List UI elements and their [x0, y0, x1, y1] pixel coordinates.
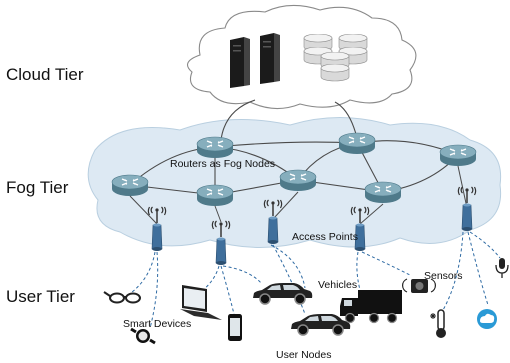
cloud-tier-label: Cloud Tier [6, 65, 84, 84]
router-icon [279, 169, 317, 192]
user-nodes-label: User Nodes [276, 349, 331, 361]
router-icon [196, 184, 234, 207]
router-icon [439, 144, 477, 167]
router-ap-links [129, 165, 468, 225]
router-icon [364, 181, 402, 204]
car-icon [252, 282, 313, 305]
microphone-sensor-icon [495, 258, 509, 278]
user-tier-label: User Tier [6, 287, 75, 306]
fog-tier-label: Fog Tier [6, 178, 69, 197]
suv-icon [290, 313, 352, 336]
smart-devices-label: Smart Devices [123, 318, 191, 330]
vehicles-label: Vehicles [318, 279, 357, 291]
smartphone-icon [228, 314, 242, 341]
router-icon [338, 132, 376, 155]
smartwatch-icon [130, 327, 156, 345]
server-icon [230, 33, 280, 88]
router-icon [111, 174, 149, 197]
sensors-label: Sensors [424, 270, 463, 282]
cloud-shape [186, 4, 417, 110]
camera-sensor-icon [402, 278, 436, 293]
wireless-links [127, 231, 501, 329]
smart-glasses-icon [103, 291, 141, 304]
truck-icon [340, 290, 402, 324]
router-icon [196, 136, 234, 159]
access-points-label: Access Points [292, 231, 358, 243]
routers-label: Routers as Fog Nodes [170, 158, 275, 170]
weather-sensor-icon [477, 309, 497, 329]
laptop-icon [180, 285, 222, 320]
thermometer-sensor-icon [430, 309, 446, 338]
